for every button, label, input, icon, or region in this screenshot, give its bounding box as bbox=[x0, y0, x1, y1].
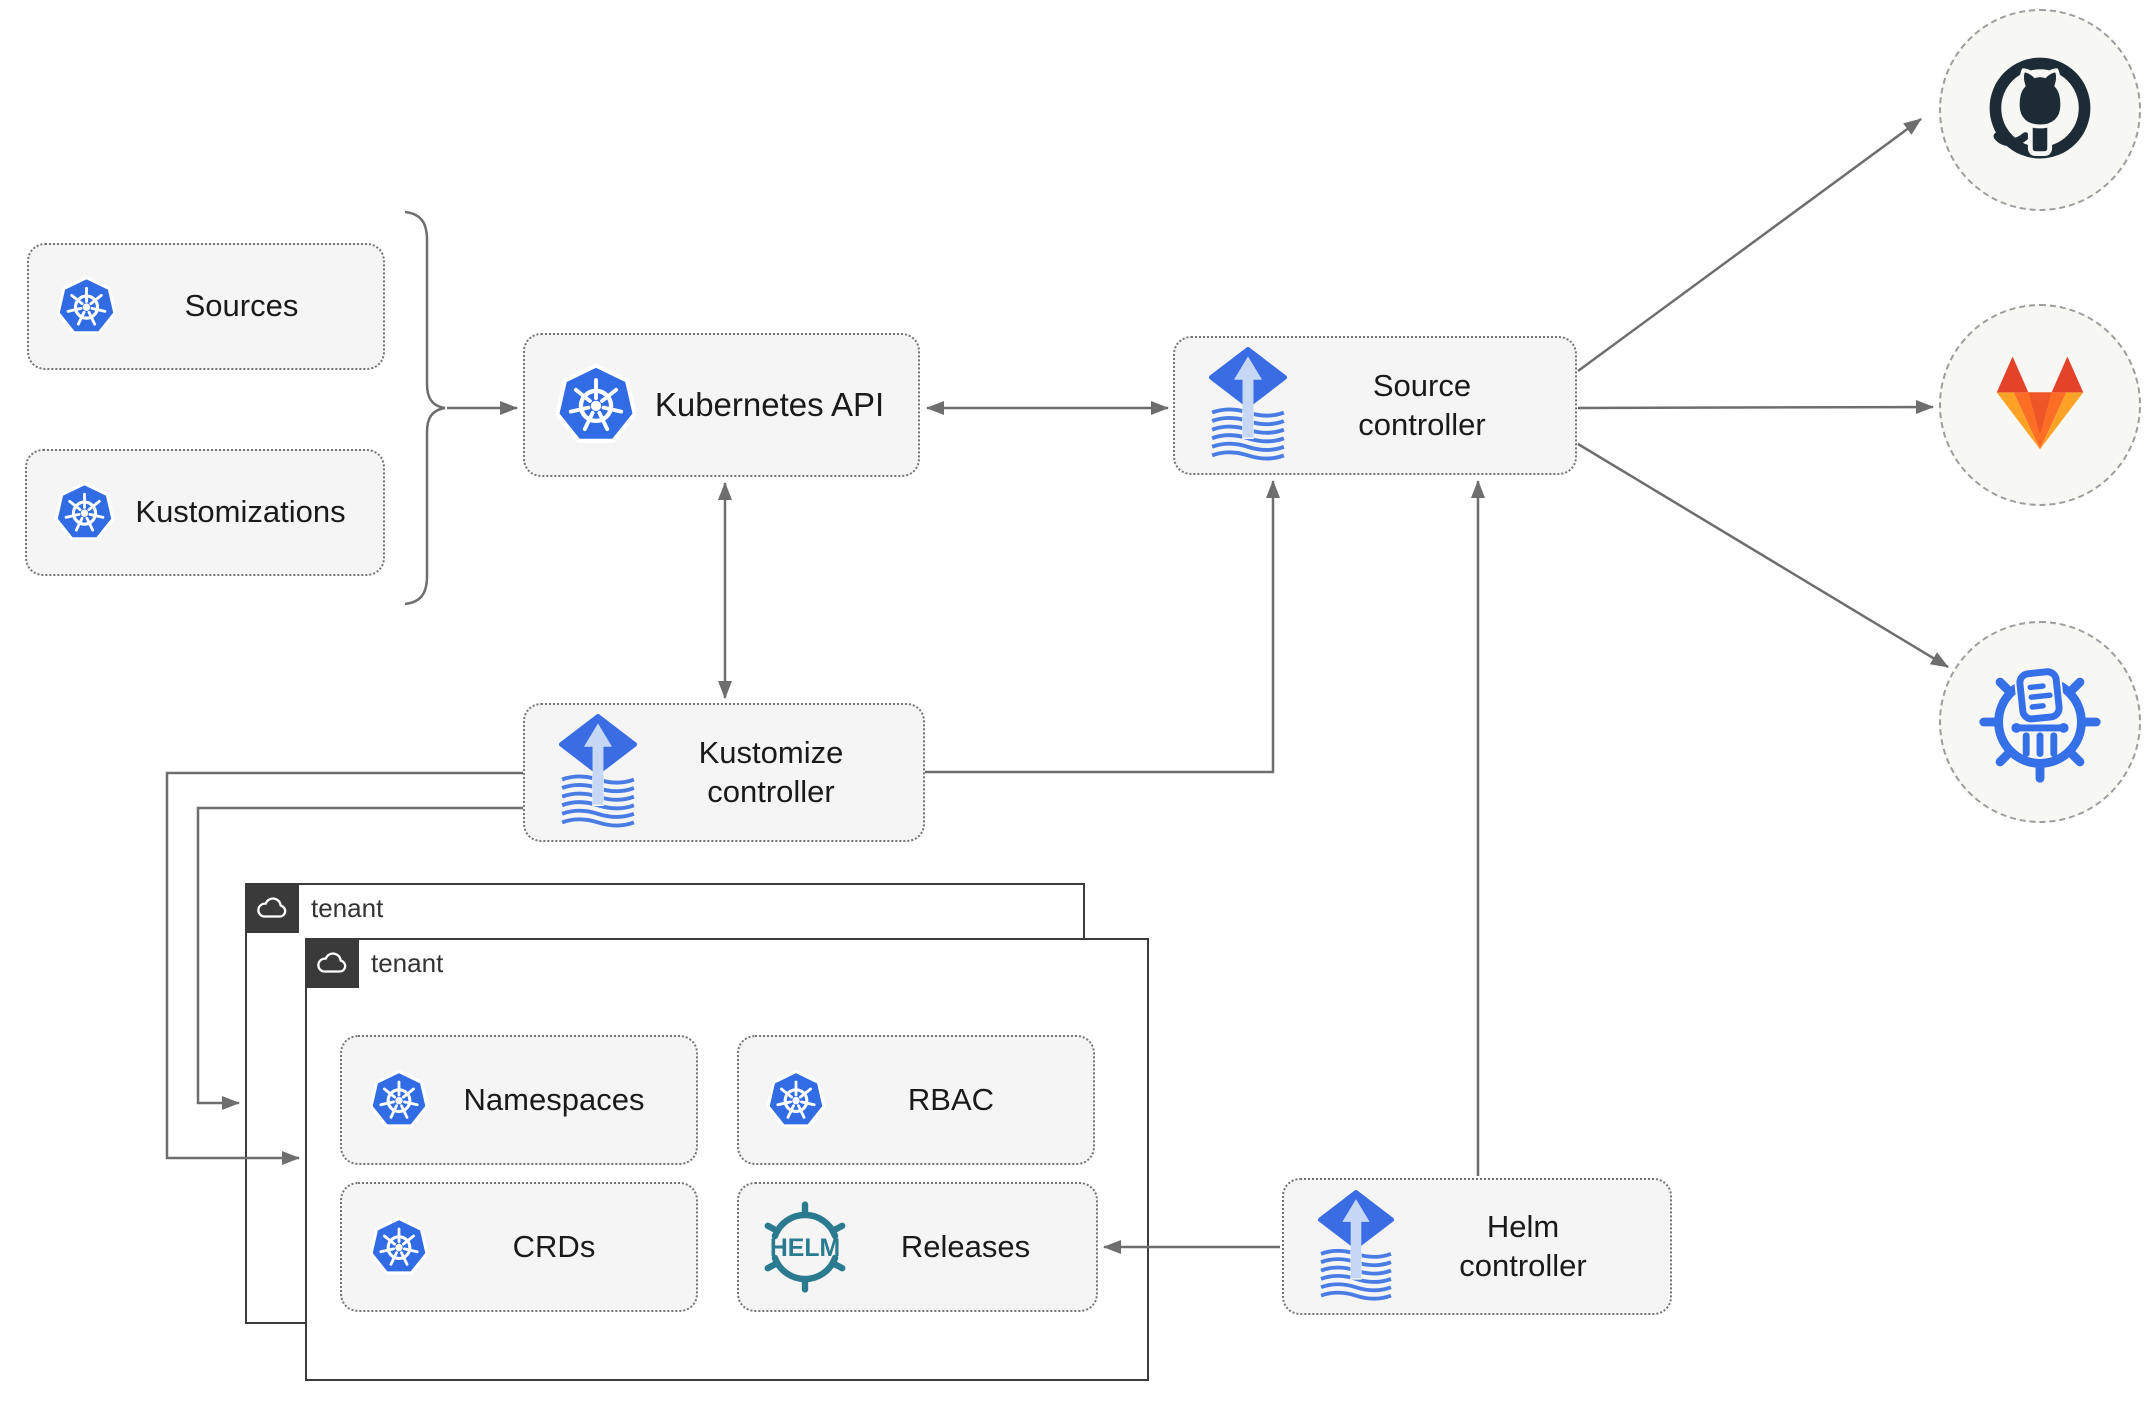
flux-icon bbox=[559, 714, 637, 831]
node-label: Kustomize controller bbox=[698, 734, 844, 809]
helm-icon: HELM bbox=[757, 1199, 853, 1295]
kubernetes-icon bbox=[765, 1069, 827, 1131]
flux-icon bbox=[1209, 347, 1287, 464]
node-label: Releases bbox=[900, 1228, 1031, 1264]
arrow-source-to-chartmuseum bbox=[1577, 442, 1949, 669]
cloud-icon bbox=[255, 896, 289, 921]
kubernetes-icon bbox=[553, 362, 639, 448]
node-label: RBAC bbox=[907, 1081, 995, 1117]
node-rbac: RBAC bbox=[737, 1035, 1095, 1165]
node-label: Source controller bbox=[1358, 367, 1486, 442]
node-label: Namespaces bbox=[463, 1081, 645, 1117]
gitlab-icon bbox=[1996, 356, 2084, 450]
node-kustomize-controller: Kustomize controller bbox=[523, 703, 925, 842]
chartmuseum-icon bbox=[1979, 666, 2101, 783]
tenant-label: tenant bbox=[311, 892, 384, 923]
tenant-label: tenant bbox=[371, 947, 444, 978]
node-label: Kustomizations bbox=[135, 494, 346, 530]
tenant-tab bbox=[305, 938, 359, 988]
node-label: Helm controller bbox=[1459, 1208, 1587, 1283]
arrow-kustomize-to-source-controller bbox=[925, 480, 1280, 774]
helm-logo-text: HELM bbox=[770, 1235, 840, 1262]
kubernetes-icon bbox=[55, 275, 118, 338]
kubernetes-icon bbox=[368, 1069, 430, 1131]
node-namespaces: Namespaces bbox=[340, 1035, 698, 1165]
node-label: Sources bbox=[184, 288, 299, 324]
kubernetes-icon bbox=[368, 1216, 430, 1278]
node-crds: CRDs bbox=[340, 1182, 698, 1312]
endpoint-gitlab bbox=[1939, 304, 2141, 506]
bracket-sources-group bbox=[404, 210, 446, 606]
node-label: CRDs bbox=[512, 1228, 596, 1264]
node-kubernetes-api: Kubernetes API bbox=[523, 333, 920, 477]
endpoint-chartmuseum bbox=[1939, 621, 2141, 823]
kubernetes-icon bbox=[53, 481, 116, 544]
tenant-tab bbox=[245, 883, 299, 933]
node-label: Kubernetes API bbox=[654, 386, 885, 424]
github-icon bbox=[1989, 57, 2091, 159]
node-kustomizations: Kustomizations bbox=[25, 449, 385, 576]
node-releases: HELM Releases bbox=[737, 1182, 1098, 1312]
flux-icon bbox=[1318, 1190, 1394, 1304]
node-sources: Sources bbox=[27, 243, 385, 370]
arrow-source-to-github bbox=[1577, 117, 1922, 373]
cloud-icon bbox=[315, 951, 349, 976]
endpoint-github bbox=[1939, 9, 2141, 211]
arrow-source-to-gitlab bbox=[1577, 400, 1934, 415]
node-source-controller: Source controller bbox=[1173, 336, 1577, 475]
node-helm-controller: Helm controller bbox=[1282, 1178, 1672, 1315]
